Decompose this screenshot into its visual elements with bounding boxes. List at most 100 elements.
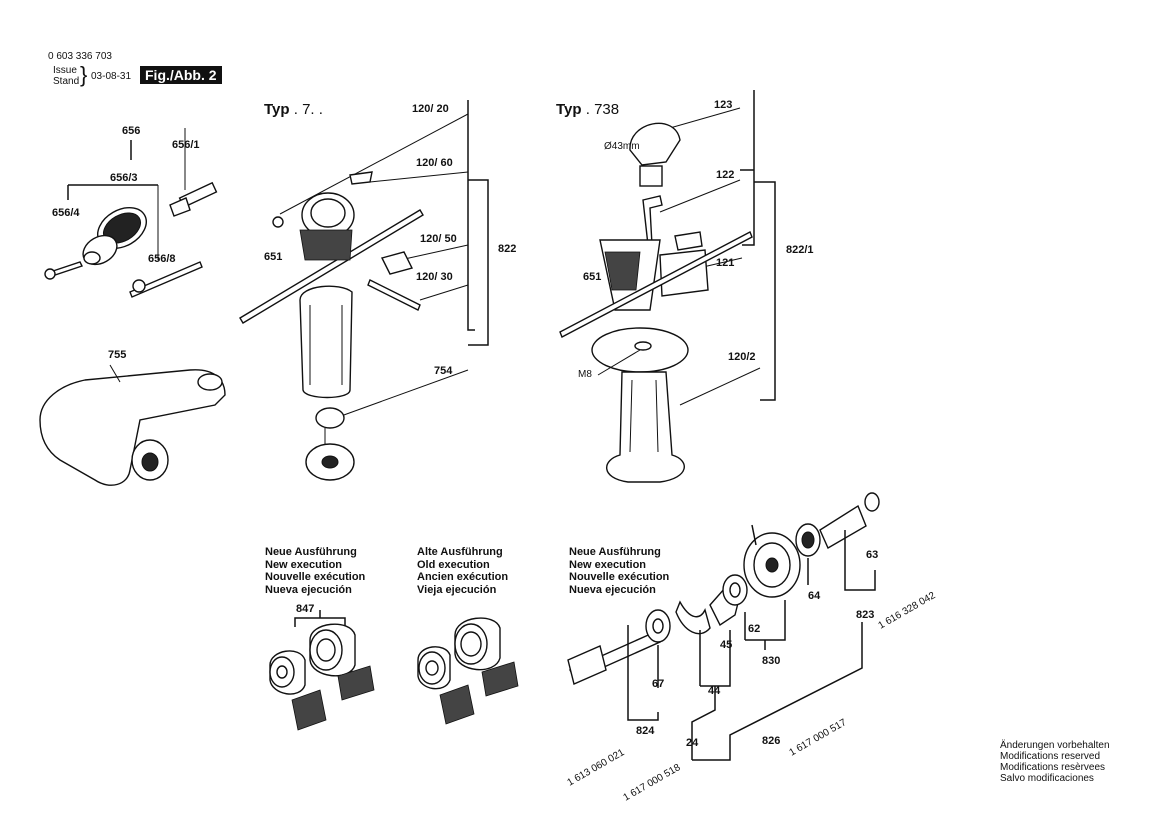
- guard-disk-hub: [634, 341, 652, 351]
- handle-nut: [315, 407, 345, 429]
- bearing-64-inner: [801, 531, 815, 549]
- label-656-3: 656/3: [110, 172, 138, 184]
- label-651-left: 651: [264, 251, 283, 263]
- new-execution-left-drawing: [269, 610, 375, 731]
- label-120-2: 120/2: [728, 351, 756, 363]
- bearing-62-bore: [729, 582, 741, 598]
- aux-handle-left-drawing: [239, 100, 489, 481]
- side-handle-grip: [299, 285, 353, 399]
- angle-attachment-eyelet: [197, 373, 223, 391]
- leader-120-50: [399, 244, 469, 261]
- sleeve-small-bore: [276, 665, 288, 679]
- gear-train-drawing: [567, 492, 880, 761]
- section-left-num: . 7. .: [293, 101, 323, 118]
- bracket-823: [844, 530, 876, 591]
- bracket-822-1: [754, 181, 776, 401]
- section-right-num: . 738: [585, 101, 620, 118]
- label-123: 123: [714, 99, 733, 111]
- wing-screw: [349, 171, 373, 185]
- band-clamp: [629, 122, 681, 166]
- leader-120-60: [369, 171, 469, 183]
- aux-handle-right-drawing: [559, 90, 776, 483]
- gear-830-pin: [751, 524, 757, 546]
- old-sleeve-large-bore: [460, 631, 482, 657]
- old-fr: Ancien exécution: [417, 571, 509, 583]
- section-right-title: Typ . 738: [556, 102, 619, 117]
- brace: }: [80, 62, 88, 87]
- clamp-grip-texture: [299, 229, 353, 261]
- label-120-50: 120/ 50: [420, 233, 457, 245]
- label-826: 826: [762, 735, 781, 747]
- label-44: 44: [708, 685, 721, 697]
- chuck-jaw: [83, 251, 101, 265]
- label-822-1: 822/1: [786, 244, 814, 256]
- label-823: 823: [856, 609, 875, 621]
- depth-stop-rod: [239, 209, 424, 324]
- pinion-63: [819, 504, 867, 549]
- label-120-60: 120/ 60: [416, 157, 453, 169]
- holder-grip-texture: [604, 251, 641, 291]
- clamp-ring-inner: [310, 198, 346, 228]
- label-847: 847: [296, 603, 315, 615]
- chuck-screw-head: [44, 268, 56, 280]
- side-handle-grip-right: [606, 371, 685, 483]
- angle-attachment-bore: [141, 452, 159, 472]
- bracket-24: [691, 702, 716, 760]
- bracket-120-20: [467, 100, 475, 331]
- gear-830-hub: [765, 557, 779, 573]
- old-execution-drawing: [417, 617, 519, 725]
- label-656-1: 656/1: [172, 139, 200, 151]
- label-824: 824: [636, 725, 655, 737]
- footer-en: Modifications reserved: [1000, 751, 1101, 762]
- lever-44: [675, 600, 711, 635]
- label-656-4: 656/4: [52, 207, 80, 219]
- footer-notice: Änderungen vorbehalten Modifications res…: [1000, 740, 1110, 784]
- label-755: 755: [108, 349, 127, 361]
- leader-754: [329, 369, 469, 421]
- pinion-63-tip: [864, 492, 880, 512]
- new-left-es: Nueva ejecución: [265, 583, 352, 596]
- leader-755: [109, 364, 121, 383]
- t-screw: [642, 195, 663, 246]
- ring-67-bore: [652, 618, 664, 634]
- label-120-30: 120/ 30: [416, 271, 453, 283]
- stop-block: [380, 251, 414, 275]
- sleeve-large-bore: [316, 638, 336, 662]
- figure-label: Fig./Abb. 2: [140, 66, 222, 84]
- label-43mm: Ø43mm: [604, 141, 640, 152]
- new-right-de: Neue Ausführung: [569, 546, 661, 558]
- leader-120-30: [419, 284, 469, 301]
- new-right-es: Nueva ejecución: [569, 583, 656, 596]
- bracket-826: [692, 622, 863, 761]
- small-washer: [272, 216, 284, 228]
- issue-label: Issue: [53, 65, 77, 76]
- new-right-en: New execution: [569, 558, 647, 571]
- new-execution-left-block: Neue Ausführung New execution Nouvelle e…: [265, 546, 365, 596]
- bracket-830: [744, 600, 786, 650]
- brush-left: [291, 689, 327, 731]
- angle-attachment-body: [39, 369, 226, 486]
- label-656-8: 656/8: [148, 253, 176, 265]
- old-brush-right: [481, 661, 519, 697]
- chuck-key-shaft: [129, 261, 203, 298]
- bracket-822: [468, 179, 489, 346]
- leader-123: [669, 107, 741, 129]
- side-handle-ridges-right: [629, 379, 659, 453]
- label-822: 822: [498, 243, 517, 255]
- stand-label: Stand: [53, 76, 80, 87]
- label-45: 45: [720, 639, 733, 651]
- new-left-de: Neue Ausführung: [265, 546, 357, 558]
- leader-m8: [597, 349, 641, 376]
- new-right-fr: Nouvelle exécution: [569, 571, 670, 583]
- label-121: 121: [716, 257, 735, 269]
- label-120-20: 120/ 20: [412, 103, 449, 115]
- bracket-123: [742, 90, 755, 246]
- label-24: 24: [686, 737, 699, 749]
- new-left-fr: Nouvelle exécution: [265, 571, 366, 583]
- label-656: 656: [122, 125, 141, 137]
- label-62: 62: [748, 623, 761, 635]
- bracket-656: [67, 140, 158, 200]
- depth-stop-rod-right: [559, 231, 753, 338]
